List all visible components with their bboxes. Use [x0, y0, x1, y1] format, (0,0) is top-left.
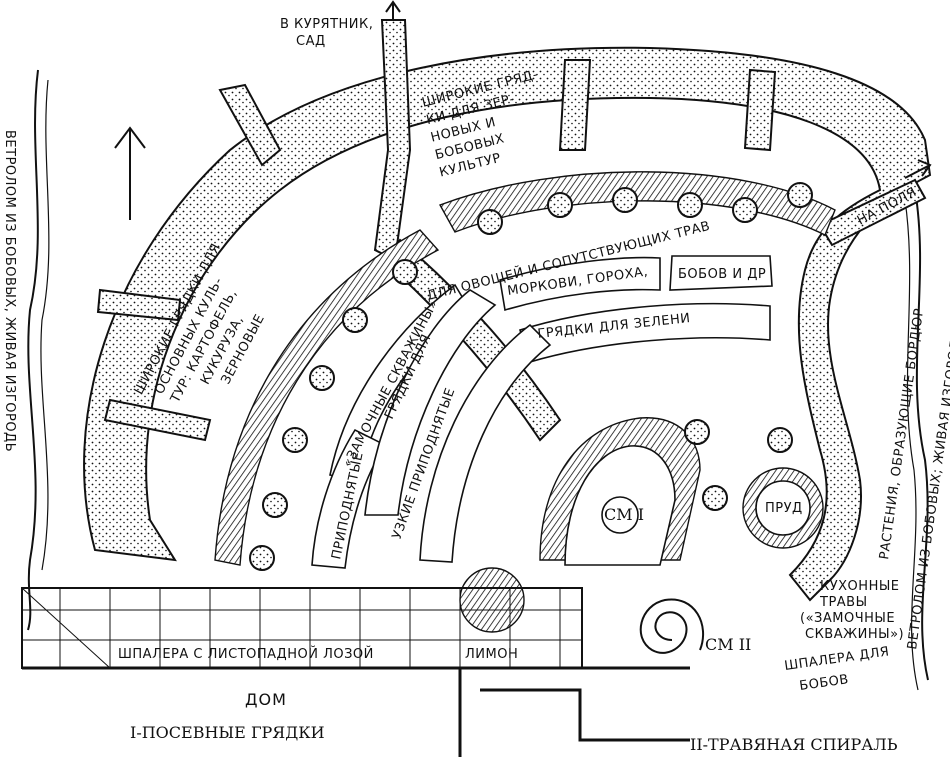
keyhole-beds-left [249, 259, 418, 571]
label-house: ДОМ [245, 690, 287, 709]
left-hedge-inner [40, 79, 50, 571]
path-left-branch-2 [103, 398, 212, 442]
house-wall [22, 666, 690, 757]
herb-spiral [639, 598, 705, 654]
label-beans-etc: БОБОВ И ДР [678, 267, 766, 282]
legend-two: II-ТРАВЯНАЯ СПИРАЛЬ [690, 735, 898, 754]
label-pond: ПРУД [765, 501, 803, 516]
label-trellis-beans-2: БОБОВ [798, 672, 849, 694]
label-windbreak-left: ВЕТРОЛОМ ИЗ БОБОВЫХ, ЖИВАЯ ИЗГОРОДЬ [2, 130, 17, 452]
left-hedge [27, 69, 39, 631]
bed-raised-1 [311, 428, 387, 569]
lemon-tree [459, 567, 525, 633]
exit-arrow-icon [385, 0, 401, 20]
label-ref-one: СМ I [604, 505, 644, 524]
label-kitchen-herbs-3: («ЗАМОЧНЫЕ [800, 611, 895, 626]
label-kitchen-herbs-1: КУХОННЫЕ [820, 579, 900, 594]
label-kitchen-herbs-2: ТРАВЫ [819, 595, 868, 610]
path-upper-left [218, 83, 282, 167]
path-left-branch [96, 288, 182, 322]
path-right-branch-2 [743, 68, 777, 152]
north-arrow-icon [114, 126, 146, 220]
trellis-grid [21, 587, 582, 669]
bed-raised-2 [364, 289, 497, 516]
pond [755, 480, 811, 536]
kitchen-herb-keyholes [684, 419, 793, 511]
label-chicken-coop: В КУРЯТНИК, [280, 17, 373, 32]
sowing-beds-center [601, 496, 639, 534]
label-kitchen-herbs-4: СКВАЖИНЫ») [805, 627, 904, 642]
bed-carrots-peas [499, 256, 661, 312]
bed-beans [669, 255, 773, 291]
path-to-coop [373, 19, 412, 262]
right-hedge-inner [904, 199, 919, 691]
label-garden: САД [296, 34, 326, 49]
label-trellis-beans-1: ШПАЛЕРА ДЛЯ [783, 644, 890, 674]
bed-greens [518, 302, 771, 363]
keyhole-beds-top [477, 182, 813, 235]
crescent-beds-left [214, 229, 440, 566]
field-arrow-icon [904, 159, 932, 179]
path-to-field [818, 178, 927, 247]
label-trellis-vine: ШПАЛЕРА С ЛИСТОПАДНОЙ ЛОЗОЙ [118, 646, 374, 662]
label-lemon: ЛИМОН [465, 647, 518, 662]
perimeter-path [83, 46, 932, 602]
path-right-branch [558, 59, 592, 151]
right-hedge [914, 189, 929, 681]
label-ref-two: СМ II [705, 635, 751, 654]
legend-one: I-ПОСЕВНЫЕ ГРЯДКИ [130, 723, 325, 742]
bed-narrow-raised [419, 323, 552, 563]
